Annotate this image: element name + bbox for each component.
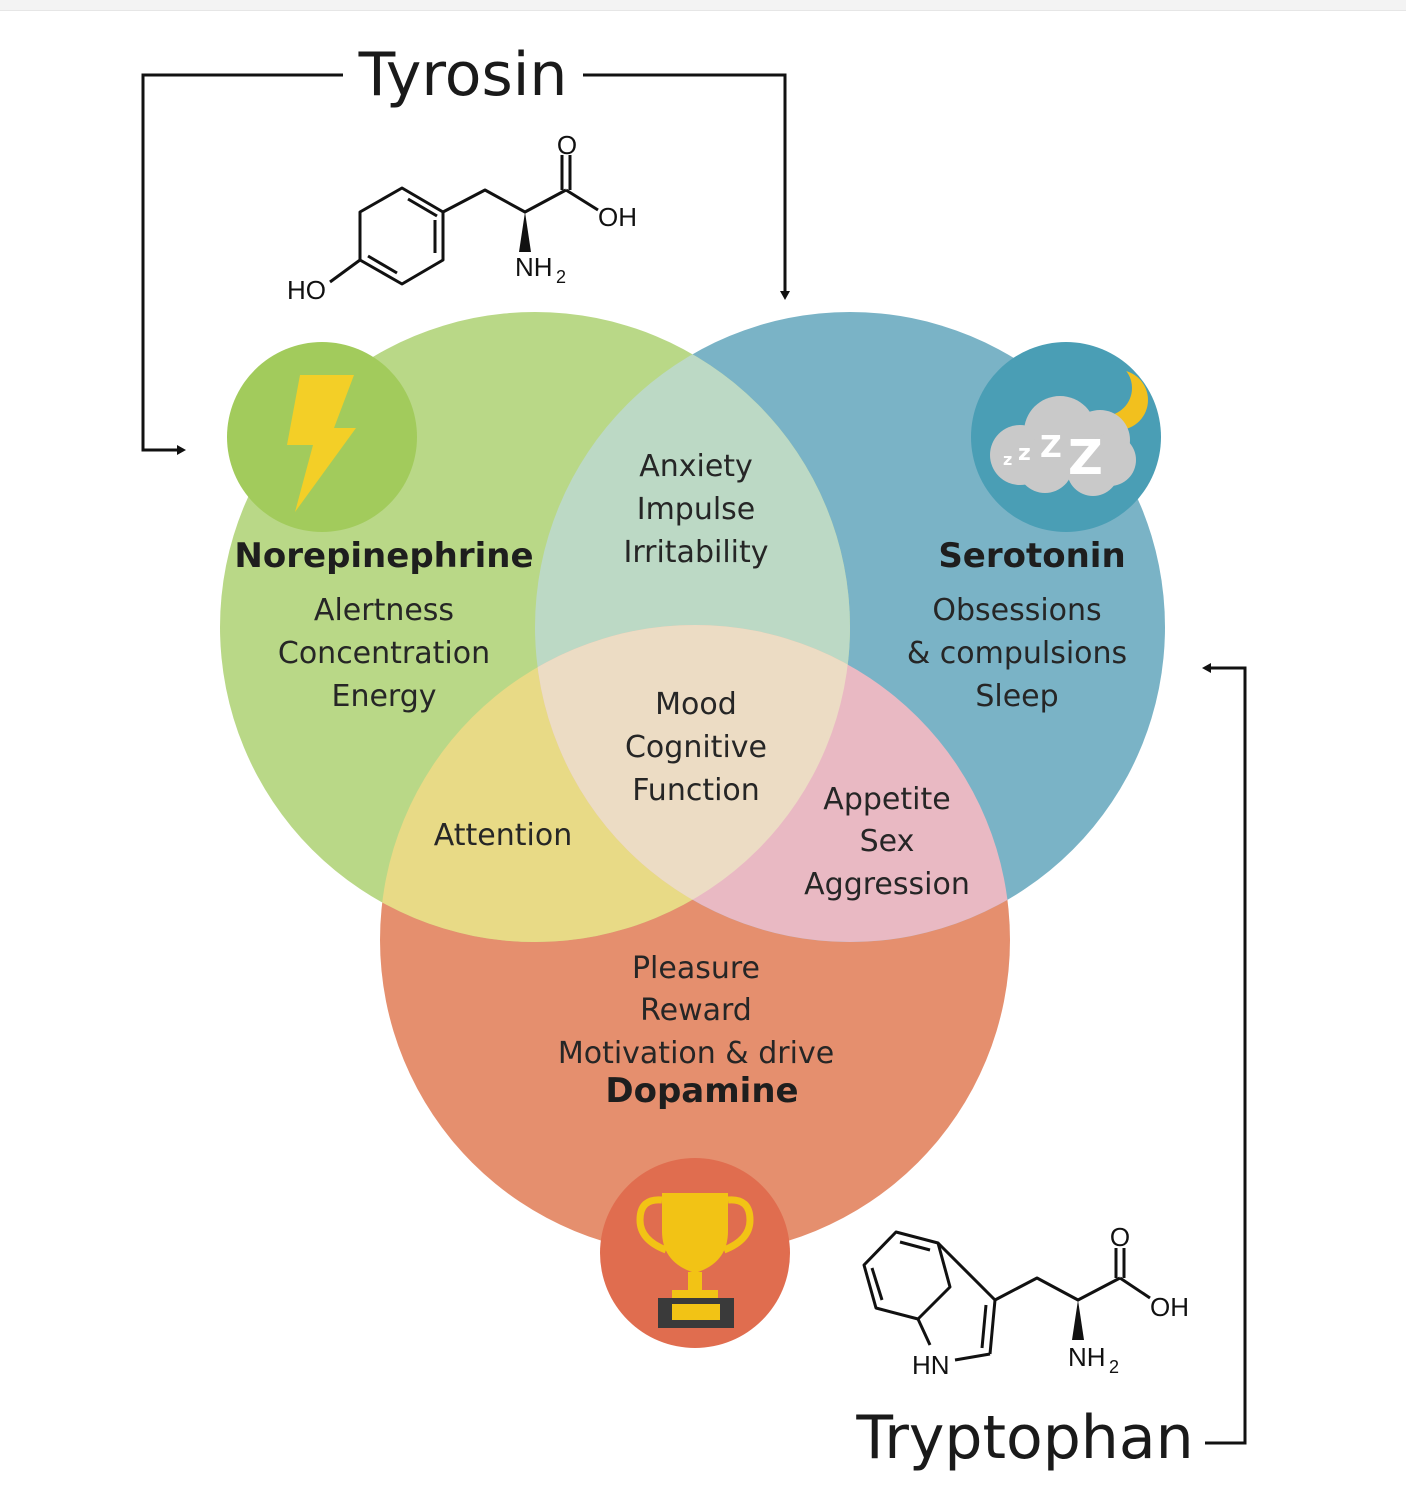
tyrosine-atom-nh: NH <box>515 252 553 282</box>
overlap-ns-item: Anxiety <box>639 449 753 484</box>
tryptophan-atom-nh: NH <box>1068 1342 1106 1372</box>
center-item: Function <box>632 773 760 808</box>
overlap-sd-item: Aggression <box>804 867 970 902</box>
norepinephrine-title: Norepinephrine <box>234 536 533 576</box>
serotonin-item: Sleep <box>975 679 1058 714</box>
tyrosine-atom-oh: OH <box>598 202 637 232</box>
tryptophan-label: Tryptophan <box>855 1403 1193 1473</box>
norepinephrine-item: Energy <box>331 679 436 714</box>
tryptophan-atom-hn: HN <box>912 1350 950 1380</box>
dopamine-item: Motivation & drive <box>558 1036 834 1071</box>
overlap-sd-item: Appetite <box>823 782 950 817</box>
overlap-nd-item: Attention <box>434 818 572 853</box>
dopamine-item: Pleasure <box>632 951 760 986</box>
center-item: Cognitive <box>625 730 767 765</box>
dopamine-title: Dopamine <box>605 1071 798 1111</box>
svg-text:z: z <box>1018 441 1031 466</box>
overlap-ns-item: Irritability <box>623 535 768 570</box>
tryptophan-atom-sub: 2 <box>1109 1357 1119 1377</box>
svg-text:z: z <box>1003 450 1012 469</box>
serotonin-item: & compulsions <box>907 636 1127 671</box>
sleep-cloud-moon-icon: z z Z Z <box>971 342 1161 532</box>
tryptophan-atom-o: O <box>1110 1222 1130 1252</box>
norepinephrine-item: Concentration <box>278 636 490 671</box>
svg-text:Z: Z <box>1068 430 1103 486</box>
tyrosine-atom-ho: HO <box>287 275 326 305</box>
tryptophan-molecule: O OH NH 2 HN <box>862 1222 1189 1380</box>
tyrosine-atom-sub: 2 <box>556 267 566 287</box>
trophy-icon <box>600 1158 790 1348</box>
top-bar <box>0 0 1406 11</box>
tyrosin-arrow <box>141 73 790 455</box>
tyrosine-molecule: O OH NH 2 HO <box>287 130 637 305</box>
overlap-sd-item: Sex <box>860 824 915 859</box>
norepinephrine-item: Alertness <box>314 593 454 628</box>
serotonin-title: Serotonin <box>938 536 1125 576</box>
serotonin-item: Obsessions <box>932 593 1101 628</box>
tryptophan-atom-oh: OH <box>1150 1292 1189 1322</box>
lightning-bolt-icon <box>227 342 417 532</box>
tyrosin-label: Tyrosin <box>358 40 568 110</box>
svg-text:Z: Z <box>1040 430 1062 465</box>
center-item: Mood <box>655 687 737 722</box>
tyrosine-atom-o: O <box>557 130 577 160</box>
overlap-ns-item: Impulse <box>637 492 756 527</box>
tryptophan-arrow <box>1202 663 1247 1445</box>
dopamine-item: Reward <box>640 993 752 1028</box>
